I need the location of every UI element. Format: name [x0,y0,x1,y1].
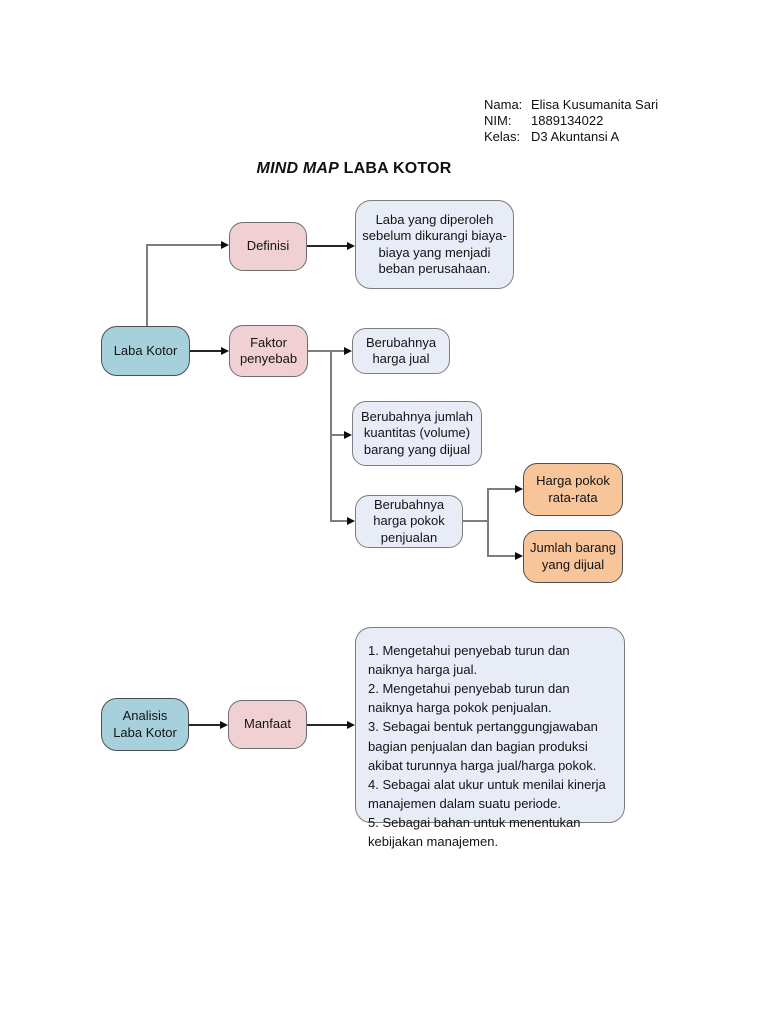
arrowhead-into-manfaat-detail [347,720,355,729]
arrowhead-into-hpp [347,516,355,525]
page-title-regular: LABA KOTOR [339,160,452,177]
connector-hpp-branch-vertical [487,489,489,556]
connector-labakotor-definisi-horizontal [146,244,221,246]
node-berubahnya-harga-pokok: Berubahnya harga pokok penjualan [355,495,463,548]
student-nim-row: NIM: 1889134022 [484,113,658,129]
name-label: Nama: [484,97,523,112]
manfaat-item-5: 5. Sebagai bahan untuk menentukan kebija… [368,814,581,850]
nim-label: NIM: [484,113,512,128]
node-berubahnya-kuantitas: Berubahnya jumlah kuantitas (volume) bar… [352,401,482,466]
connector-labakotor-faktor [190,350,221,352]
connector-branch-kuantitas [330,434,344,436]
connector-faktor-branch-vertical [330,350,332,521]
connector-faktor-hargajual [308,350,344,352]
arrowhead-into-definisi-detail [347,241,355,250]
node-harga-pokok-rata-rata: Harga pokok rata-rata [523,463,623,516]
node-faktor-penyebab: Faktor penyebab [229,325,308,377]
class-label: Kelas: [484,129,521,144]
node-berubahnya-harga-jual: Berubahnya harga jual [352,328,450,374]
node-definisi-detail: Laba yang diperoleh sebelum dikurangi bi… [355,200,514,289]
node-laba-kotor: Laba Kotor [101,326,190,376]
arrowhead-into-hargajual [344,346,352,355]
arrowhead-into-faktor [221,346,229,355]
student-class-row: Kelas: D3 Akuntansi A [484,129,658,145]
node-jumlah-barang-dijual: Jumlah barang yang dijual [523,530,623,583]
node-manfaat: Manfaat [228,700,307,749]
manfaat-item-4: 4. Sebagai alat ukur untuk menilai kiner… [368,776,606,811]
page-title: MIND MAP LABA KOTOR [0,160,708,178]
arrowhead-into-jumlahbarang [515,551,523,560]
page-title-italic: MIND MAP [256,160,340,177]
connector-definisi-detail [307,245,347,247]
manfaat-item-1: 1. Mengetahui penyebab turun dan naiknya… [368,643,570,678]
connector-branch-hprata [487,488,515,490]
connector-labakotor-definisi-vertical [146,245,148,327]
connector-analisis-manfaat [189,724,220,726]
node-definisi: Definisi [229,222,307,271]
class-value: D3 Akuntansi A [531,129,620,144]
arrowhead-into-manfaat [220,720,228,729]
connector-manfaat-detail [307,724,347,726]
nim-value: 1889134022 [531,113,604,128]
connector-branch-jumlahbarang [487,555,515,557]
arrowhead-into-definisi [221,240,229,249]
student-name-row: Nama: Elisa Kusumanita Sari [484,97,658,113]
connector-branch-hpp [330,520,347,522]
node-analisis-laba-kotor: Analisis Laba Kotor [101,698,189,751]
name-value: Elisa Kusumanita Sari [531,97,659,112]
arrowhead-into-kuantitas [344,430,352,439]
node-manfaat-detail: 1. Mengetahui penyebab turun dan naiknya… [355,627,625,849]
arrowhead-into-hprata [515,484,523,493]
student-info: Nama: Elisa Kusumanita Sari NIM: 1889134… [484,97,658,145]
manfaat-item-2: 2. Mengetahui penyebab turun dan naiknya… [368,681,570,716]
connector-hpp-branch-horizontal [463,520,487,522]
manfaat-item-3: 3. Sebagai bentuk pertanggungjawaban bag… [368,719,598,773]
